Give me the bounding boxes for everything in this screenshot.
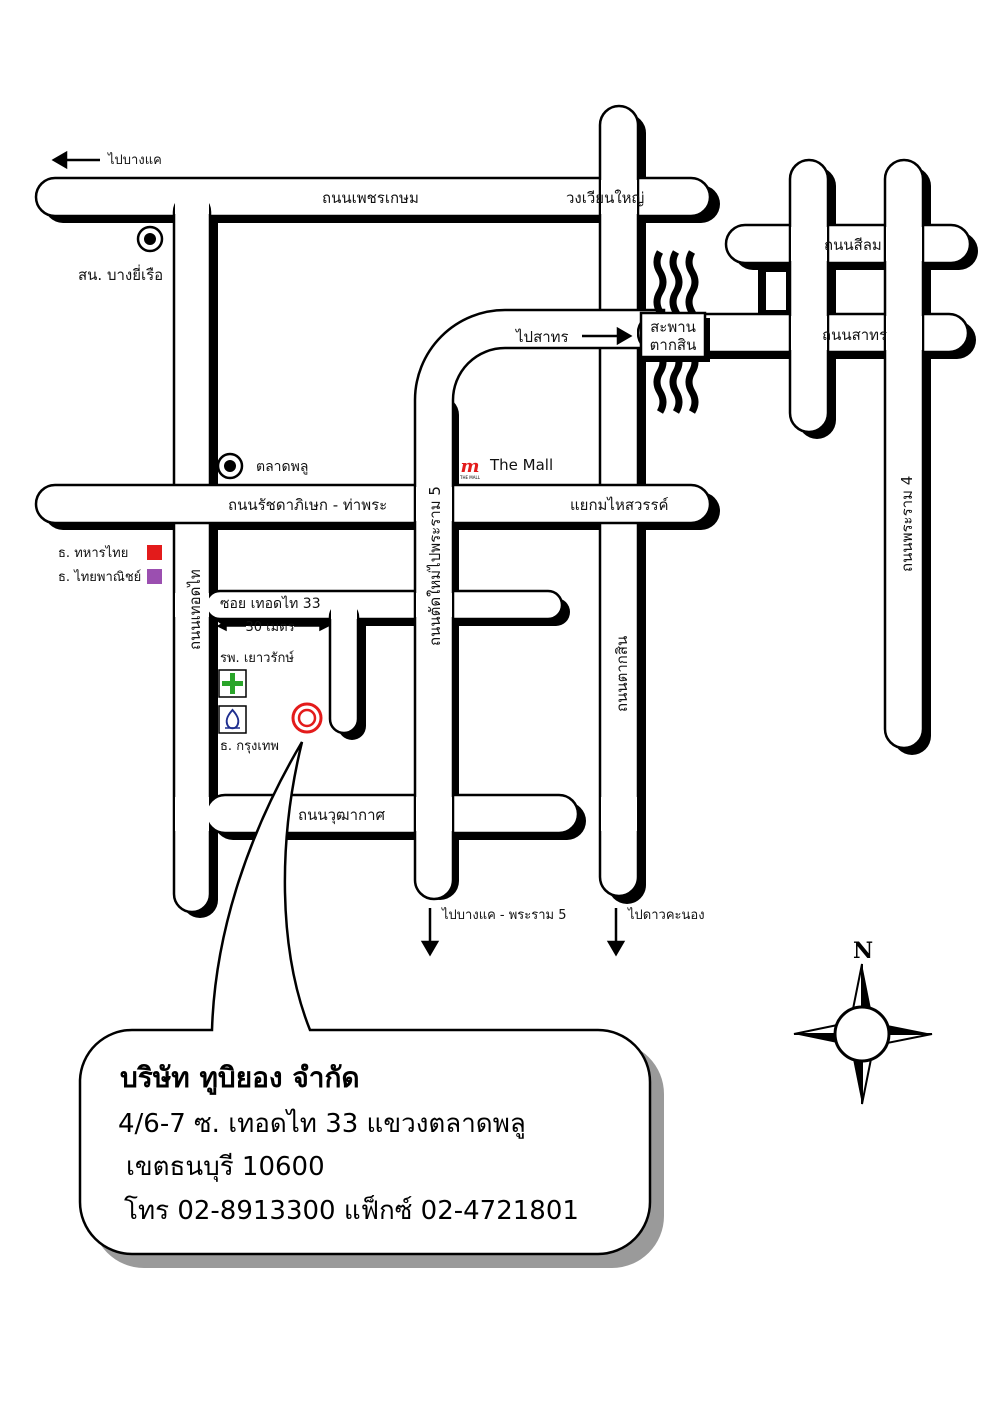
bridge-label-1: สะพาน bbox=[650, 318, 696, 336]
label-silom: ถนนสีลม bbox=[824, 236, 882, 254]
bangkok-bank-icon bbox=[218, 705, 247, 734]
road-v-left bbox=[788, 158, 830, 434]
road-rama4 bbox=[883, 158, 925, 750]
label-distance: 30 เมตร bbox=[245, 620, 294, 635]
svg-text:m: m bbox=[460, 456, 479, 477]
address-line-2: เขตธนบุรี 10600 bbox=[126, 1152, 325, 1182]
roads bbox=[34, 104, 972, 914]
compass-icon: N bbox=[793, 938, 933, 1105]
map-labels: ไปบางแค ถนนเพชรเกษม วงเวียนใหญ่ ถนนสีลม … bbox=[58, 152, 916, 923]
the-mall-logo-text: THE MALL bbox=[459, 475, 481, 480]
hospital-cross-icon bbox=[218, 669, 247, 698]
the-mall-logo-icon: m THE MALL bbox=[459, 456, 481, 480]
taksin-bridge: สะพาน ตากสิน bbox=[639, 311, 710, 362]
label-to-bangkhae-rama5: ไปบางแค - พระราม 5 bbox=[441, 907, 567, 923]
label-ratchada: ถนนรัชดาภิเษก - ท่าพระ bbox=[228, 496, 387, 514]
label-new-rd-rama5: ถนนตัดใหม่ไปพระราม 5 bbox=[426, 486, 444, 646]
north-label: N bbox=[853, 938, 873, 964]
label-wongwian-yai: วงเวียนใหญ่ bbox=[566, 189, 644, 207]
distance-arrow bbox=[216, 620, 330, 632]
label-wutthakat: ถนนวุฒากาศ bbox=[298, 806, 385, 825]
label-to-bangkhae: ไปบางแค bbox=[107, 152, 162, 168]
label-hospital: รพ. เยาวรักษ์ bbox=[220, 650, 294, 666]
label-phetkasem: ถนนเพชรเกษม bbox=[322, 189, 419, 207]
label-to-dao-khanong: ไปดาวคะนอง bbox=[627, 907, 705, 923]
label-talat-phlu: ตลาดพลู bbox=[256, 459, 308, 475]
label-kham-sawan: แยกมไหสวรรค์ bbox=[570, 496, 669, 514]
label-military-bank: ธ. ทหารไทย bbox=[58, 545, 128, 561]
company-location-target-icon bbox=[291, 702, 323, 734]
address-callout: บริษัท ทูบิยอง จำกัด 4/6-7 ซ. เทอดไท 33 … bbox=[78, 741, 664, 1268]
label-to-sathorn: ไปสาทร bbox=[515, 328, 569, 346]
label-taksin-rd: ถนนตากสิน bbox=[613, 636, 631, 712]
address-line-1: 4/6-7 ซ. เทอดไท 33 แขวงตลาดพลู bbox=[118, 1108, 526, 1139]
address-line-3: โทร 02-8913300 แฟ็กซ์ 02-4721801 bbox=[124, 1194, 579, 1226]
military-bank-icon bbox=[147, 545, 162, 560]
label-bangkok-bank: ธ. กรุงเทพ bbox=[220, 739, 279, 754]
police-station-marker bbox=[136, 225, 164, 253]
label-sathorn-rd: ถนนสาทร bbox=[822, 326, 887, 344]
scb-icon bbox=[147, 569, 162, 584]
label-soi-thoet-thai: ซอย เทอดไท 33 bbox=[220, 595, 321, 612]
label-scb: ธ. ไทยพาณิชย์ bbox=[58, 569, 141, 585]
talat-phlu-marker bbox=[216, 452, 244, 480]
label-rama4: ถนนพระราม 4 bbox=[898, 476, 916, 572]
direction-arrows bbox=[51, 150, 633, 957]
company-name: บริษัท ทูบิยอง จำกัด bbox=[120, 1061, 360, 1095]
road-soi-33-branch bbox=[328, 601, 360, 735]
label-bang-yi-ruea: สน. บางยี่เรือ bbox=[78, 264, 163, 284]
road-new-rama5 bbox=[413, 308, 666, 901]
label-thoet-thai-rd: ถนนเทอดไท bbox=[186, 569, 204, 650]
label-the-mall: The Mall bbox=[489, 456, 553, 474]
bridge-label-2: ตากสิน bbox=[650, 336, 697, 354]
